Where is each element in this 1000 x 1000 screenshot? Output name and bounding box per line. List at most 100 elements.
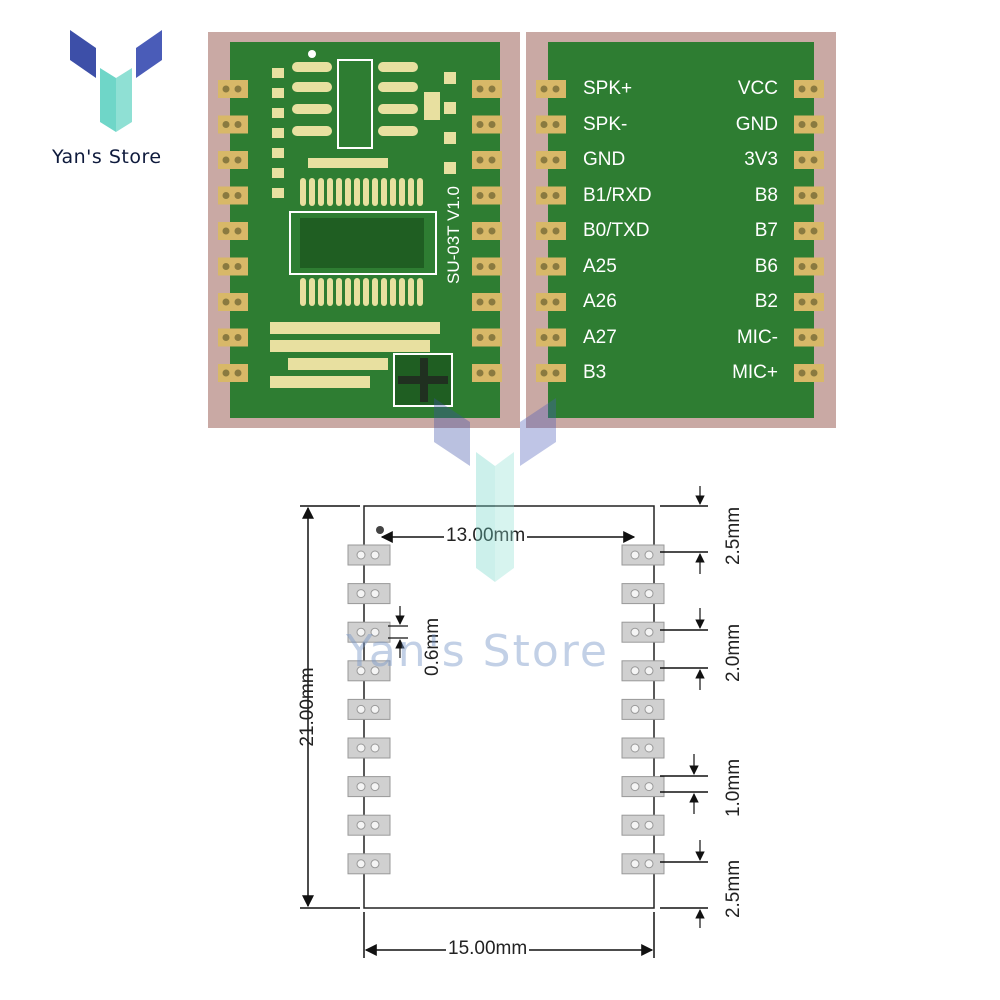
dim-label-top-offset: 2.5mm (723, 506, 744, 566)
front-pad-right-via (488, 334, 496, 341)
dim-pad-left-hole (370, 859, 380, 869)
dim-pad-right-hole (644, 820, 654, 830)
back-pad-right-via (810, 192, 818, 199)
front-pads-right (472, 80, 502, 382)
back-pad-right (794, 222, 824, 240)
pin-label: MIC+ (732, 362, 778, 383)
dim-pad-right-hole (644, 704, 654, 714)
front-pad-right (472, 80, 502, 98)
front-pad-right-via (476, 298, 484, 306)
front-pad-right-via (488, 369, 496, 377)
chip-main-lead (390, 278, 396, 306)
chip-main-body (300, 218, 424, 268)
front-pad-left-via (234, 263, 242, 270)
back-pad-right-via (810, 298, 818, 306)
back-pcb (548, 42, 814, 418)
watermark-text: Yan's Store (346, 626, 609, 677)
logo-stem-right (116, 68, 132, 132)
back-pads-left (536, 80, 566, 382)
back-pad-left (536, 293, 566, 311)
front-pad-left-via (222, 263, 230, 270)
back-pad-left-via (540, 156, 548, 164)
front-pad-left-via (234, 85, 242, 93)
board-model-marking: SU-03T V1.0 (444, 186, 463, 284)
chip-main-lead (354, 278, 360, 306)
board-back-view (526, 32, 836, 428)
dim-pad-left (347, 583, 391, 605)
front-pad-left-via (222, 121, 230, 128)
back-pad-right (794, 328, 824, 347)
pin-label: A26 (583, 291, 617, 312)
back-pad-right-via (798, 298, 806, 306)
back-pad-left-via (552, 85, 560, 93)
back-pad-left-via (540, 227, 548, 235)
back-pad-left (536, 115, 566, 134)
chip-main (289, 211, 437, 275)
dimension-pads (347, 544, 665, 875)
dim-label-bottom-offset: 2.5mm (723, 859, 744, 919)
front-pad-left-via (234, 298, 242, 306)
store-name: Yan's Store (52, 146, 162, 168)
dim-pad-right (621, 814, 665, 836)
pin-label: B2 (754, 291, 778, 312)
back-pad-right-via (810, 263, 818, 270)
chip-main-lead (345, 278, 351, 306)
back-pad-right-via (798, 85, 806, 93)
dim-pad-left (347, 621, 391, 643)
dim-pad-right (621, 583, 665, 605)
back-pad-right-via (798, 121, 806, 128)
back-pad-left (536, 80, 566, 98)
front-pad-left-via (222, 156, 230, 164)
pin-label: 3V3 (744, 149, 778, 170)
front-pad-left (218, 151, 248, 169)
dim-pad-left (347, 698, 391, 720)
pin1-dot (308, 50, 316, 58)
dim-pad-right (621, 621, 665, 643)
chip-main-lead (318, 178, 324, 206)
chip-main-lead (309, 278, 315, 306)
module-outline (363, 505, 655, 909)
chip-main-lead (327, 178, 333, 206)
back-pad-right-via (798, 263, 806, 270)
dim-pad-right (621, 853, 665, 875)
dim-pad-left-hole (356, 666, 366, 676)
front-pad-left (218, 328, 248, 347)
pin-label: VCC (737, 78, 778, 99)
chip-main-lead (408, 278, 414, 306)
chip-top-leads (292, 62, 418, 136)
front-pads-left (218, 80, 248, 382)
back-pad-left-via (540, 85, 548, 93)
dim-label-total-height: 21.00mm (297, 667, 318, 747)
chip-main-lead (309, 178, 315, 206)
back-pad-left-via (552, 263, 560, 270)
dim-pad-left-hole (356, 627, 366, 637)
dim-pad-right-hole (630, 782, 640, 792)
dim-pad-right (621, 698, 665, 720)
front-pad-right (472, 364, 502, 382)
front-pad-left-via (222, 334, 230, 341)
chip-main-lead (381, 178, 387, 206)
back-pad-right-via (798, 369, 806, 377)
back-pad-right (794, 115, 824, 134)
front-pad-left (218, 186, 248, 205)
back-pad-left-via (540, 263, 548, 270)
back-pad-left (536, 257, 566, 276)
pin1-marker (376, 526, 384, 534)
front-pad-left-via (222, 227, 230, 235)
dim-pad-right-hole (644, 859, 654, 869)
dim-pad-right-hole (630, 666, 640, 676)
dim-pad-right-hole (630, 704, 640, 714)
back-pad-left-via (540, 334, 548, 341)
back-pad-left-via (540, 192, 548, 199)
dim-pad-right-hole (644, 782, 654, 792)
logo-stem-left (100, 68, 116, 132)
dim-pad-right-hole (630, 859, 640, 869)
front-pad-right-via (488, 156, 496, 164)
chip-main-lead (408, 178, 414, 206)
front-pad-left-via (222, 298, 230, 306)
dimension-drawing (300, 486, 708, 958)
front-pad-right (472, 222, 502, 240)
front-pad-right-via (488, 227, 496, 235)
front-pad-right-via (476, 85, 484, 93)
dim-pad-left (347, 737, 391, 759)
